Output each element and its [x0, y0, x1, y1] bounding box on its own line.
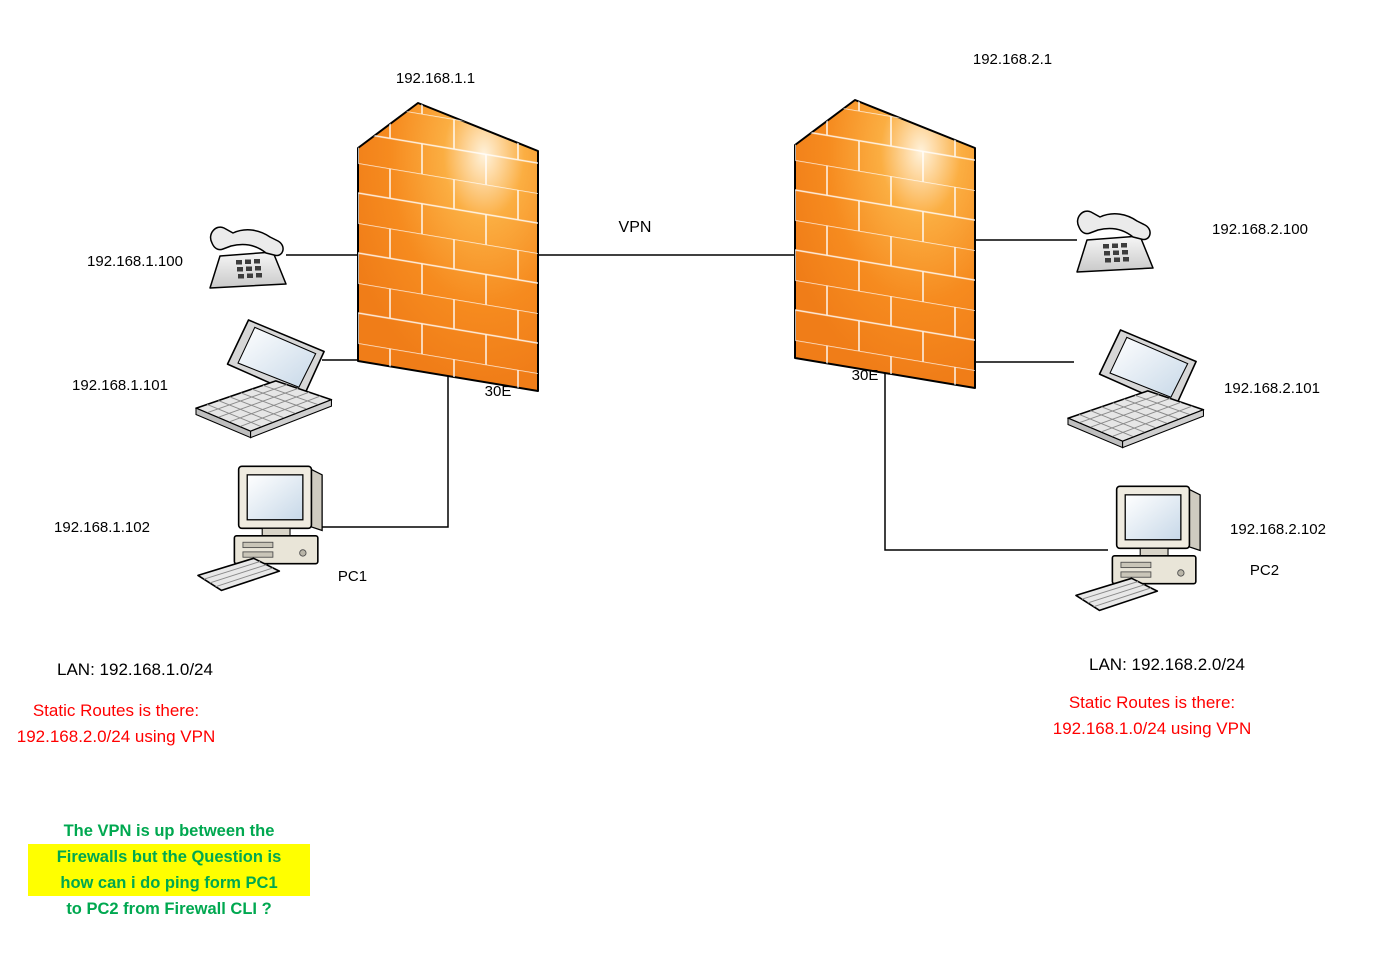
pc-2-icon: [1075, 485, 1201, 612]
firewall-2-port-label: 30E: [851, 367, 879, 384]
pc-1-icon: [197, 465, 323, 592]
pc-2-ip-label: 192.168.2.102: [1230, 521, 1326, 538]
question-line: to PC2 from Firewall CLI ?: [66, 900, 272, 918]
question-line: The VPN is up between the: [63, 822, 275, 840]
firewall-2-ip-label: 192.168.2.1: [972, 51, 1053, 68]
question-line-highlighted: how can i do ping form PC1: [28, 870, 310, 896]
question-line-highlighted: Firewalls but the Question is: [28, 844, 310, 870]
laptop-1-ip-label: 192.168.1.101: [72, 377, 168, 394]
firewall-1-ip-label: 192.168.1.1: [395, 70, 476, 87]
pc-1-ip-label: 192.168.1.102: [54, 519, 150, 536]
connector-firewall2-pc2: [884, 373, 1108, 551]
static-routes-1-note: Static Routes is there: 192.168.2.0/24 u…: [0, 698, 232, 750]
firewall-1-icon: [357, 102, 539, 392]
laptop-2-icon: [1067, 329, 1205, 449]
question-note: The VPN is up between the Firewalls but …: [28, 818, 310, 922]
vpn-label: VPN: [618, 219, 652, 236]
static-routes-1-line: 192.168.2.0/24 using VPN: [16, 727, 216, 746]
laptop-1-icon: [195, 319, 333, 439]
phone-2-icon: [1076, 210, 1154, 273]
static-routes-2-line: Static Routes is there:: [1068, 693, 1236, 712]
static-routes-2-line: 192.168.1.0/24 using VPN: [1052, 719, 1252, 738]
connectors: [286, 239, 1108, 551]
lan-1-label: LAN: 192.168.1.0/24: [57, 660, 213, 679]
pc-1-name-label: PC1: [337, 568, 368, 585]
laptop-2-ip-label: 192.168.2.101: [1224, 380, 1320, 397]
phone-1-icon: [209, 226, 287, 289]
static-routes-1-line: Static Routes is there:: [32, 701, 200, 720]
phone-1-ip-label: 192.168.1.100: [87, 253, 183, 270]
connector-pc1-firewall1: [320, 375, 449, 528]
firewall-1-port-label: 30E: [484, 383, 512, 400]
static-routes-2-note: Static Routes is there: 192.168.1.0/24 u…: [1036, 690, 1268, 742]
firewall-2-icon: [794, 99, 976, 389]
phone-2-ip-label: 192.168.2.100: [1212, 221, 1308, 238]
lan-2-label: LAN: 192.168.2.0/24: [1089, 655, 1245, 674]
pc-2-name-label: PC2: [1249, 562, 1280, 579]
